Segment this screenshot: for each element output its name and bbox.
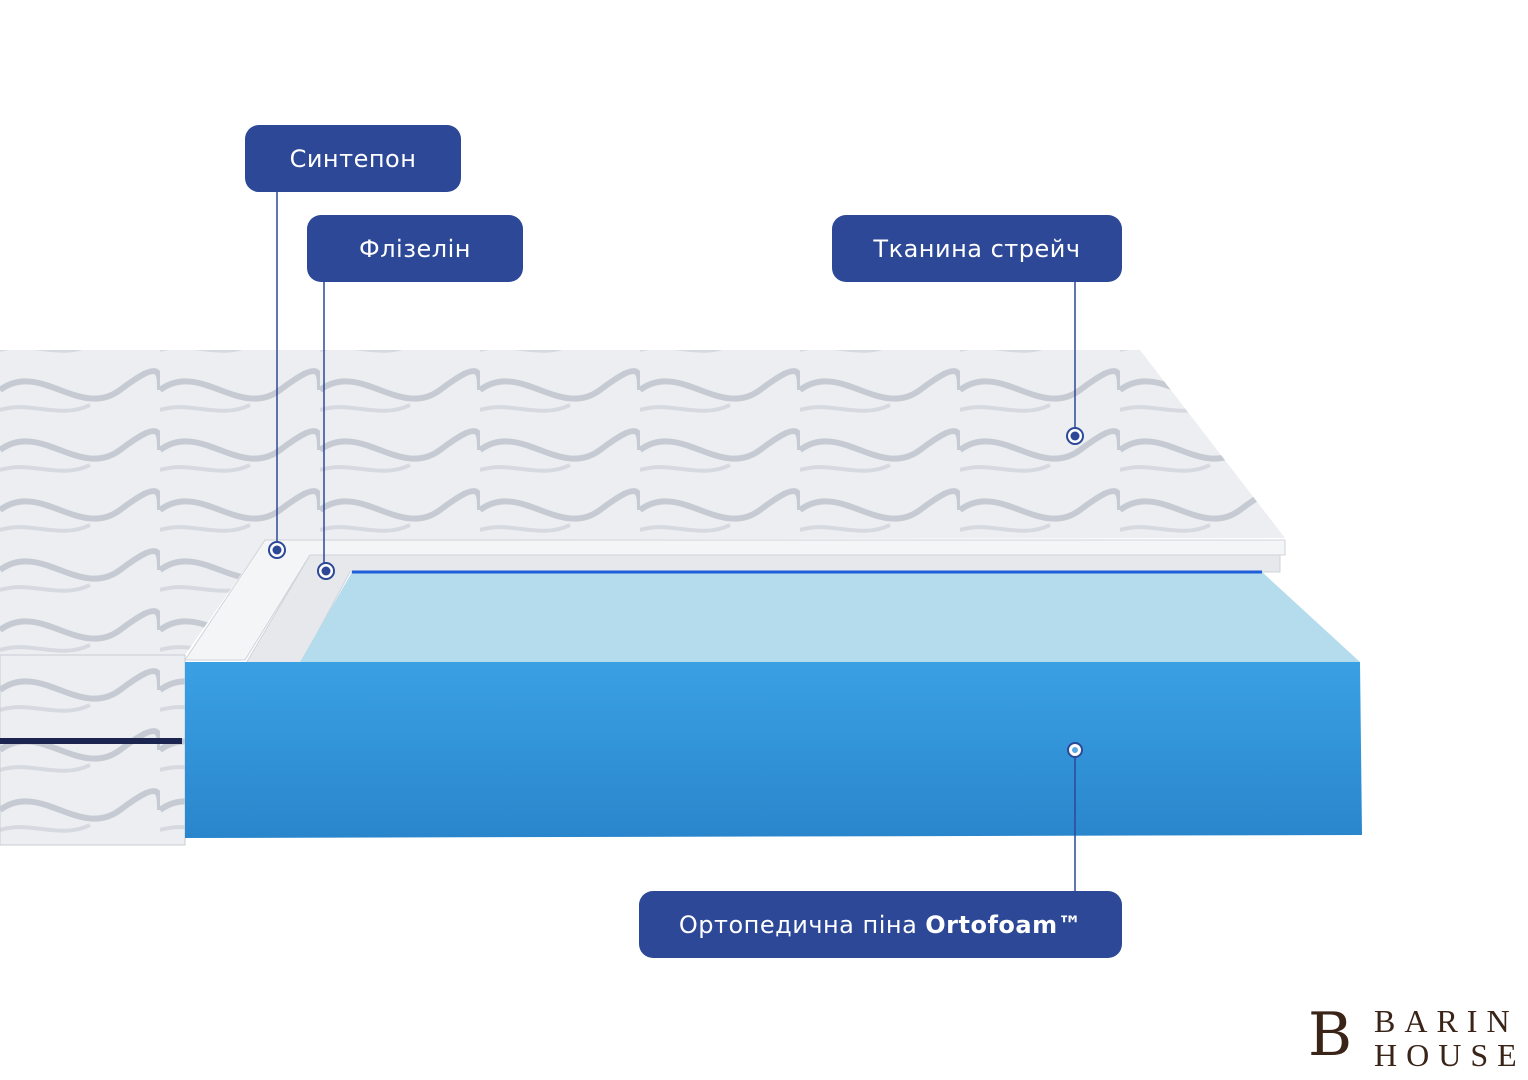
- label-text: Синтепон: [289, 144, 417, 173]
- marker-dot-foam: [1067, 742, 1083, 758]
- label-synthepon: Синтепон: [245, 125, 461, 192]
- logo-line1: BARIN: [1374, 1003, 1519, 1039]
- marker-dot-fabric: [1066, 427, 1084, 445]
- label-text: Ортопедична піна: [678, 910, 918, 939]
- foam-front: [185, 662, 1362, 838]
- marker-dot-fliselin: [317, 562, 335, 580]
- label-stretch-fabric: Тканина стрейч: [832, 215, 1122, 282]
- fabric-piping: [0, 738, 182, 744]
- stretch-fabric-top: [0, 350, 1285, 655]
- logo-line2: HOUSE: [1374, 1037, 1526, 1073]
- foam-top: [300, 572, 1360, 662]
- label-text: Тканина стрейч: [873, 234, 1081, 263]
- label-brand: Ortofoam™: [925, 910, 1083, 939]
- label-text: Флізелін: [359, 234, 471, 263]
- marker-dot-synthepon: [268, 541, 286, 559]
- fabric-side-block: [0, 654, 186, 846]
- label-fliselin: Флізелін: [307, 215, 523, 282]
- barin-house-logo: B BARIN HOUSE: [1308, 1000, 1523, 1075]
- logo-monogram: B: [1308, 1000, 1353, 1070]
